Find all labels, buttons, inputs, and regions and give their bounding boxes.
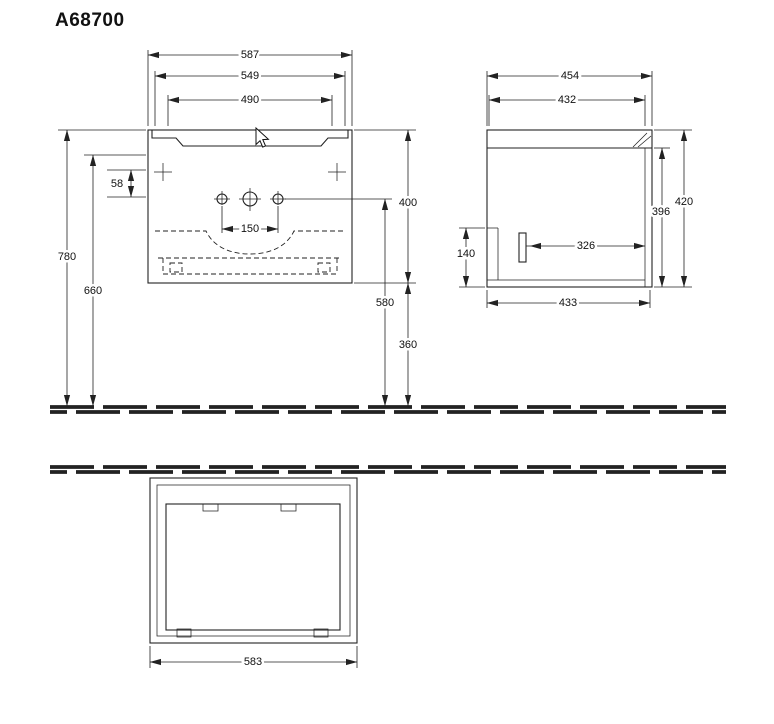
dim-58-label: 58 <box>111 178 123 190</box>
plan-basin-outline <box>165 503 341 631</box>
tap-holes <box>214 188 286 211</box>
corner-hatch <box>632 132 652 148</box>
dim-360: 360 <box>396 282 420 407</box>
plan-outer-outline <box>149 477 358 644</box>
dim-150-label: 150 <box>241 223 259 235</box>
dim-150: 150 <box>221 206 279 238</box>
side-view: 454 432 420 396 140 <box>454 68 696 312</box>
bottom-shelf-lines <box>487 227 645 281</box>
dim-490-label: 490 <box>241 94 259 106</box>
dim-326-label: 326 <box>577 240 595 252</box>
dim-490: 490 <box>167 92 333 126</box>
dim-454: 454 <box>486 68 653 126</box>
dim-58: 58 <box>107 169 146 198</box>
dim-549-label: 549 <box>241 70 259 82</box>
front-view: 587 549 490 780 660 <box>55 47 420 407</box>
dim-580: 580 <box>285 198 397 407</box>
dim-583: 583 <box>149 646 358 671</box>
rail-mount-left <box>202 503 219 512</box>
dim-420: 420 <box>654 129 696 288</box>
dim-660-label: 660 <box>84 285 102 297</box>
dim-400: 400 <box>354 129 420 284</box>
floor-hatch-upper <box>50 405 726 414</box>
dim-396: 396 <box>649 147 673 288</box>
front-cabinet-outline <box>147 129 353 284</box>
side-cabinet-outline <box>486 129 653 288</box>
mounting-crosshairs <box>154 163 346 181</box>
dim-432: 432 <box>488 92 646 126</box>
siphon-bracket <box>518 232 527 263</box>
dim-400-label: 400 <box>399 197 417 209</box>
dim-140-label: 140 <box>457 248 475 260</box>
dim-587-label: 587 <box>241 49 259 61</box>
dim-433-label: 433 <box>559 297 577 309</box>
dim-396-label: 396 <box>652 206 670 218</box>
front-clip-left <box>176 628 192 638</box>
plan-view: 583 <box>149 477 358 671</box>
dim-660: 660 <box>81 154 146 407</box>
floor-hatch-lower <box>50 465 726 474</box>
dim-587: 587 <box>147 47 353 126</box>
dim-432-label: 432 <box>558 94 576 106</box>
hidden-basin-and-drawer-lines <box>155 230 345 275</box>
plan-inner-outline <box>156 484 351 637</box>
front-clip-right <box>313 628 329 638</box>
dim-420-label: 420 <box>675 196 693 208</box>
dim-326: 326 <box>526 238 646 255</box>
dim-780-label: 780 <box>58 251 76 263</box>
rail-mount-right <box>280 503 297 512</box>
dim-433: 433 <box>486 290 651 312</box>
model-number-title: A68700 <box>55 10 125 31</box>
dim-583-label: 583 <box>244 656 262 668</box>
dim-360-label: 360 <box>399 339 417 351</box>
basin-front-contour <box>151 130 349 147</box>
dim-580-label: 580 <box>376 297 394 309</box>
dim-454-label: 454 <box>561 70 579 82</box>
mouse-cursor-icon <box>255 126 270 148</box>
dim-549: 549 <box>154 68 346 126</box>
dim-140: 140 <box>454 227 485 288</box>
dim-780: 780 <box>55 129 146 407</box>
